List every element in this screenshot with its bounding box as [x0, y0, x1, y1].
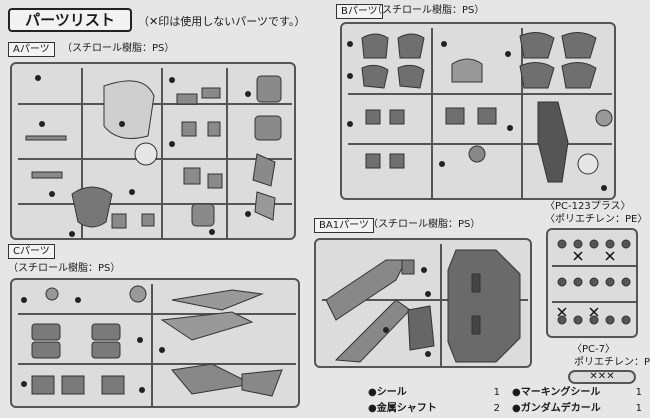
sprue-b-drawing [347, 28, 613, 198]
extra-count: 1 [635, 387, 642, 398]
extra-item-sticker: ●シール 1 [368, 386, 500, 400]
extra-item-metal-shaft: ●金属シャフト 2 [368, 402, 500, 416]
sprue-c [10, 278, 300, 408]
sprue-b-name: Bパーツ [341, 6, 378, 17]
sprue-b-material: （スチロール樹脂：PS） [372, 5, 485, 16]
sprue-ba1 [314, 238, 532, 368]
pc7-mark-1: ✕ [589, 371, 598, 382]
sprue-ba1-name: BA1パーツ [319, 220, 369, 231]
sprue-ba1-label: BA1パーツ [314, 218, 374, 233]
title-note: （✕印は使用しないパーツです。） [138, 15, 306, 28]
page-title: パーツリスト [8, 8, 132, 32]
sprue-b-label: Bパーツ [336, 4, 383, 19]
extra-bullet: ● [368, 403, 377, 414]
extra-item-gundam-decal: ●ガンダムデカール 1 [512, 402, 642, 416]
sprue-a-name: Aパーツ [13, 44, 50, 55]
extra-bullet: ● [512, 387, 521, 398]
sprue-pc123-drawing [552, 239, 636, 325]
extra-label: シール [376, 387, 407, 398]
pc123-material: 〈ポリエチレン：PE〉 [545, 214, 648, 225]
sprue-c-material: （スチロール樹脂：PS） [8, 263, 121, 274]
sprue-a [10, 62, 296, 240]
extra-count: 1 [493, 387, 500, 398]
pc123-name: 〈PC-123プラス〉 [545, 201, 631, 212]
sprue-c-drawing [18, 284, 296, 406]
pc7-name: 〈PC-7〉 [572, 344, 615, 355]
extra-bullet: ● [368, 387, 377, 398]
pc7-material: ポリエチレン：PE〉 [574, 357, 650, 368]
sprue-ba1-material: （スチロール樹脂：PS） [368, 219, 481, 230]
sprue-a-material: （スチロール樹脂：PS） [62, 43, 175, 54]
sprue-a-drawing [18, 68, 292, 238]
pc7-mark-2: ✕ [597, 371, 607, 382]
extra-count: 1 [635, 403, 642, 414]
extra-count: 2 [493, 403, 500, 414]
pc7-mark-3: ✕ [606, 371, 615, 382]
extra-bullet: ● [512, 403, 521, 414]
sprue-a-label: Aパーツ [8, 42, 55, 57]
extra-label: マーキングシール [520, 387, 601, 398]
sprue-b [340, 22, 616, 200]
extra-label: 金属シャフト [376, 403, 437, 414]
sprue-c-name: Cパーツ [13, 246, 50, 257]
extra-label: ガンダムデカール [520, 403, 601, 414]
sprue-pc123 [546, 228, 638, 338]
sprue-pc7: ✕✕✕ [568, 370, 636, 384]
sprue-ba1-drawing [322, 244, 528, 366]
sprue-c-label: Cパーツ [8, 244, 55, 259]
extra-item-marking-sticker: ●マーキングシール 1 [512, 386, 642, 400]
